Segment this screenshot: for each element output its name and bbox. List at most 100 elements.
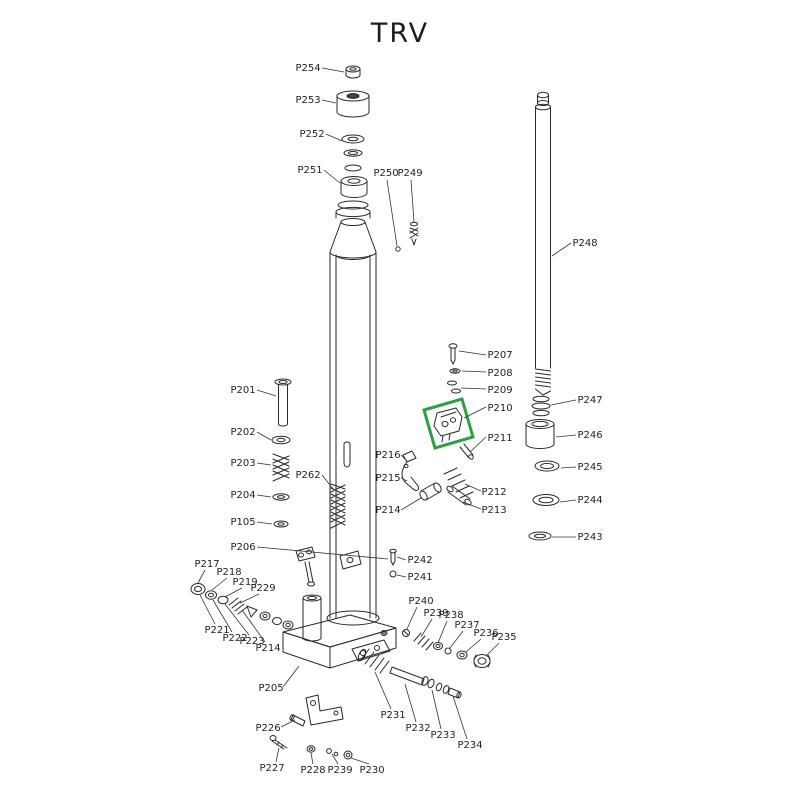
part-label-p245: P245 <box>577 462 602 473</box>
leader-line-p242 <box>396 556 407 561</box>
pump-linkage <box>295 546 362 587</box>
leader-line-p202 <box>256 431 272 441</box>
leader-line-p204 <box>256 494 272 498</box>
cylinder-cone <box>329 218 377 253</box>
part-label-p211: P211 <box>487 433 512 444</box>
part-label-p212: P212 <box>481 487 506 498</box>
leader-line-p216 <box>400 454 408 462</box>
part-label-p214-valve: P214 <box>255 643 280 654</box>
part-label-p229: P229 <box>250 583 275 594</box>
leader-line-p209 <box>460 387 487 390</box>
leader-line-p210 <box>463 406 487 419</box>
leader-line-p214-lever <box>400 497 422 511</box>
leader-line-p228 <box>310 752 314 765</box>
part-label-p203: P203 <box>230 458 255 469</box>
leader-line-p219 <box>224 587 243 598</box>
part-set-screw <box>389 548 397 578</box>
part-vent-screw <box>395 221 419 252</box>
ram-top-rings <box>335 200 371 219</box>
parts-drawing <box>190 65 560 760</box>
part-pump-plunger <box>274 378 292 427</box>
leader-line-p206 <box>256 546 389 560</box>
part-pump-ring <box>272 493 290 501</box>
leader-line-p235 <box>485 642 500 657</box>
part-label-p253: P253 <box>295 95 320 106</box>
main-cylinder <box>326 251 380 626</box>
part-pump-seal <box>273 520 289 528</box>
part-label-p251: P251 <box>297 165 322 176</box>
leader-line-p201 <box>256 389 277 397</box>
base-plate <box>282 614 397 669</box>
part-label-p244: P244 <box>577 495 602 506</box>
leader-line-p215 <box>400 477 408 482</box>
leader-line-p203 <box>256 462 272 466</box>
part-pump-washer <box>271 435 291 445</box>
leader-line-p230 <box>350 757 370 765</box>
leader-line-p250 <box>386 179 398 247</box>
pump-piston-assembly <box>357 648 462 699</box>
part-label-p247: P247 <box>577 395 602 406</box>
leader-line-p247 <box>550 399 577 406</box>
leader-line-p105 <box>256 521 273 525</box>
part-label-p226: P226 <box>255 723 280 734</box>
leader-line-p240 <box>406 606 418 630</box>
leader-line-p213 <box>462 501 482 510</box>
leader-line-p217 <box>197 569 206 584</box>
leader-line-p211 <box>469 436 487 453</box>
part-label-p240: P240 <box>408 596 433 607</box>
leader-line-p236 <box>465 638 482 653</box>
part-label-p105: P105 <box>230 517 255 528</box>
leader-line-p254 <box>321 67 345 73</box>
piston-rod <box>535 91 551 396</box>
release-valve-parts <box>433 343 474 506</box>
leader-line-p232 <box>404 683 417 723</box>
part-label-p214-lever: P214 <box>375 505 400 516</box>
part-label-p217: P217 <box>194 559 219 570</box>
pump-barrel <box>302 594 322 642</box>
part-label-p205: P205 <box>258 683 283 694</box>
part-label-p243: P243 <box>577 532 602 543</box>
part-label-p246: P246 <box>577 430 602 441</box>
overflow-valve-left <box>190 583 294 630</box>
part-pump-spring <box>272 453 290 482</box>
part-label-p216: P216 <box>375 450 400 461</box>
part-label-p222: P222 <box>222 633 247 644</box>
part-label-p210: P210 <box>487 403 512 414</box>
leader-line-p252 <box>325 133 343 142</box>
leader-line-p239-valve <box>420 618 433 638</box>
part-label-p250: P250 <box>373 168 398 179</box>
part-label-p228: P228 <box>300 765 325 776</box>
part-label-p233: P233 <box>430 730 455 741</box>
part-label-p227: P227 <box>259 763 284 774</box>
leader-line-p205 <box>282 665 300 688</box>
leader-line-p234 <box>452 695 468 740</box>
leader-line-p222 <box>212 599 233 633</box>
part-washer-stack <box>341 134 365 172</box>
leader-line-p214-valve <box>241 609 266 643</box>
leader-line-p241 <box>396 574 407 578</box>
part-label-p241: P241 <box>407 572 432 583</box>
part-gland-nut <box>340 176 368 198</box>
leader-line-p238 <box>437 620 448 644</box>
part-label-p237: P237 <box>454 620 479 631</box>
leader-line-p207 <box>458 350 487 356</box>
part-label-p201: P201 <box>230 385 255 396</box>
part-label-p254: P254 <box>295 63 320 74</box>
leader-line-p223 <box>224 603 250 636</box>
leader-line-p239-bottom <box>331 753 339 765</box>
part-label-p215: P215 <box>375 473 400 484</box>
leader-line-p248 <box>551 242 572 257</box>
leader-line-p251 <box>323 169 341 184</box>
leader-line-p253 <box>321 99 337 104</box>
part-label-p239-valve: P239 <box>423 608 448 619</box>
part-label-p207: P207 <box>487 350 512 361</box>
leader-line-p233 <box>431 689 442 730</box>
part-label-p242: P242 <box>407 555 432 566</box>
part-label-p213: P213 <box>481 505 506 516</box>
part-label-p218: P218 <box>216 567 241 578</box>
part-label-p252: P252 <box>299 129 324 140</box>
part-top-cap <box>336 90 370 118</box>
